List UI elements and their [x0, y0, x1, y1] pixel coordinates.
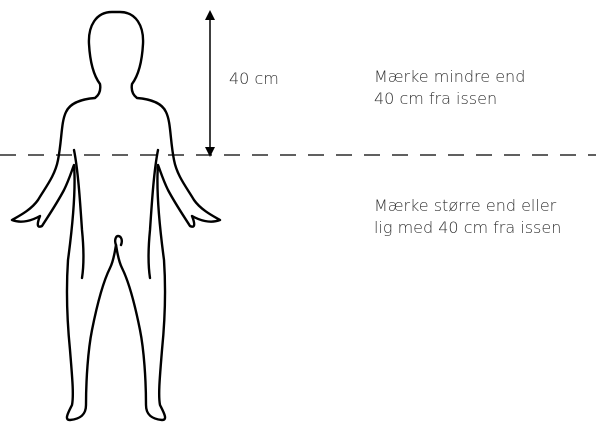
upper-zone-label-line2: 40 cm fra issen — [374, 88, 497, 110]
lower-zone-label-line1: Mærke større end eller — [374, 195, 556, 217]
upper-zone-label-line1: Mærke mindre end — [374, 66, 525, 88]
lower-zone-label-line2: lig med 40 cm fra issen — [374, 217, 561, 239]
measure-label: 40 cm — [229, 68, 279, 90]
human-figure-outline — [12, 12, 220, 420]
